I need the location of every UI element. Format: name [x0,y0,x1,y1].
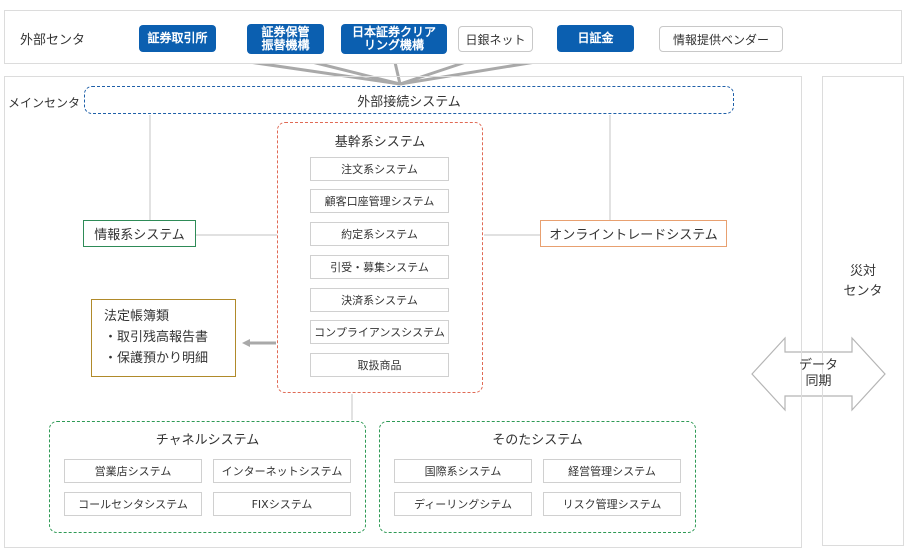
legal-books-item: ・保護預かり明細 [104,351,209,366]
other-item-risk: リスク管理システム [543,492,681,516]
other-system-title: そのたシステム [492,433,583,448]
core-item-compliance: コンプライアンスシステム [310,320,449,344]
external-connection-system: 外部接続システム [84,86,734,114]
other-item-international: 国際系システム [394,459,532,483]
core-item-order: 注文系システム [310,157,449,181]
channel-item-call-center: コールセンタシステム [64,492,202,516]
core-item-customer-account: 顧客口座管理システム [310,189,449,213]
org-jsf: 日証金 [557,25,634,52]
info-system-box: 情報系システム [83,220,196,247]
channel-system-title: チャネルシステム [155,433,260,448]
legal-books-item: ・取引残高報告書 [104,330,209,345]
org-jscc: 日本証券クリア リング機構 [341,24,447,54]
core-item-settlement: 決済系システム [310,288,449,312]
channel-item-fix: FIXシステム [213,492,351,516]
channel-item-internet: インターネットシステム [213,459,351,483]
data-sync-double-arrow [751,336,886,412]
online-trade-system-box: オンライントレードシステム [540,220,727,247]
other-item-management: 経営管理システム [543,459,681,483]
org-boj-net: 日銀ネット [458,26,533,52]
legal-books-box: 法定帳簿類 ・取引残高報告書 ・保護預かり明細 [91,299,236,377]
org-info-vendor: 情報提供ベンダー [659,26,783,52]
disaster-center-panel [822,76,904,546]
data-sync-label: データ 同期 [798,358,838,389]
legal-books-title: 法定帳簿類 [104,309,170,324]
org-stock-exchange: 証券取引所 [139,25,216,52]
thin-connectors [149,115,611,420]
core-item-underwriting: 引受・募集システム [310,255,449,279]
other-item-dealing: ディーリングシテム [394,492,532,516]
channel-item-branch: 営業店システム [64,459,202,483]
main-center-label: メインセンタ [8,96,81,110]
core-item-execution: 約定系システム [310,222,449,246]
main-center-panel [4,76,802,548]
core-item-products: 取扱商品 [310,353,449,377]
core-system-title: 基幹系システム [334,135,426,150]
external-center-label: 外部センタ [20,33,86,48]
org-jasdec: 証券保管 振替機構 [247,24,324,54]
disaster-center-label: 災対 センタ [843,264,883,299]
